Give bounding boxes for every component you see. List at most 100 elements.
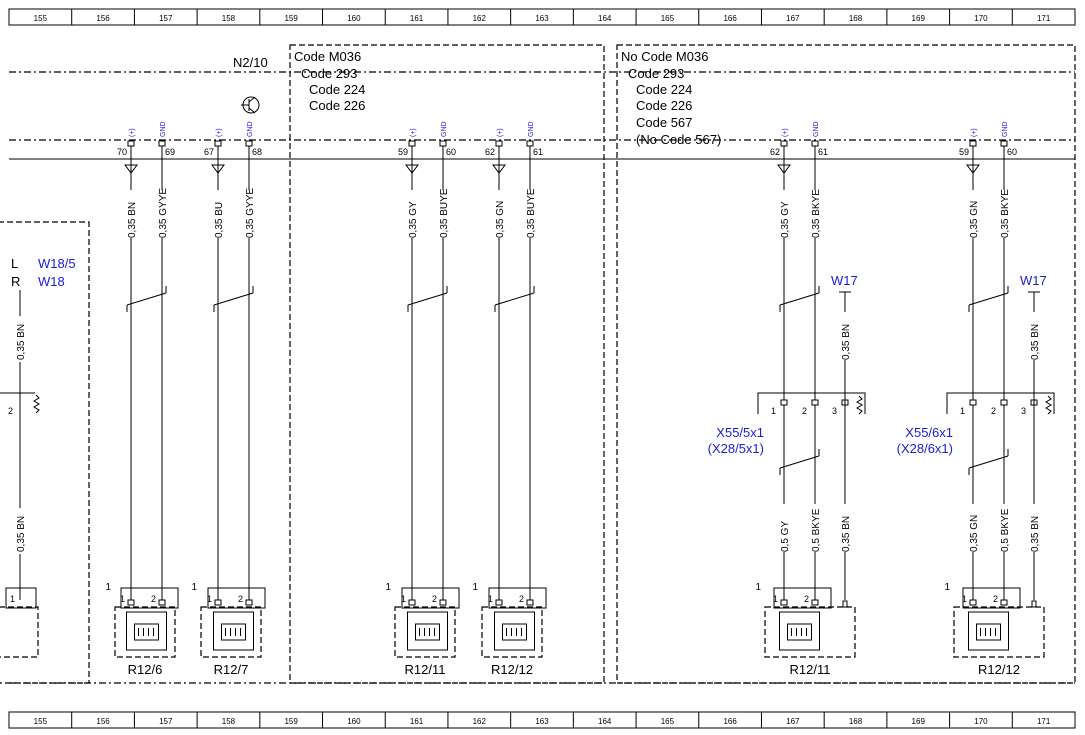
pin-plus-label: (+) xyxy=(129,128,136,137)
control-unit-label: N2/10 xyxy=(233,55,268,70)
pin-plus-label: (+) xyxy=(971,128,978,137)
pin-plus-label: (+) xyxy=(782,128,789,137)
grid-number: 166 xyxy=(723,717,737,726)
connector-pin xyxy=(1030,399,1038,406)
shield-terminal xyxy=(842,600,848,608)
connector-pin-number: 3 xyxy=(1021,406,1026,416)
twisted-pair-mark xyxy=(407,292,448,306)
grid-number: 161 xyxy=(410,717,424,726)
shield-label: W17 xyxy=(831,273,858,288)
pin-terminal xyxy=(245,140,253,147)
code-line: Code 293 xyxy=(628,66,684,81)
wire-label: 0,35 GY xyxy=(780,201,791,238)
grid-number: 157 xyxy=(159,717,173,726)
sensor-pin-marker: 1 xyxy=(191,582,197,593)
sensor-pin-marker: 1 xyxy=(472,582,478,593)
ecu-pin-number: 62 xyxy=(485,147,495,157)
pin-number: 2 xyxy=(8,406,13,416)
sensor-pin-number: 1 xyxy=(773,594,778,604)
resistor-icon xyxy=(33,394,40,414)
sensor-element xyxy=(494,611,535,651)
connector-pin xyxy=(1000,399,1008,406)
sensor-element xyxy=(126,611,167,651)
connector-pin-number: 3 xyxy=(832,406,837,416)
wire-label: 0,35 BN xyxy=(1030,516,1041,552)
wire-label: 0,35 BUYE xyxy=(439,188,450,238)
pin-terminal xyxy=(439,140,447,147)
wire-label: 0,35 GN xyxy=(495,201,506,238)
connector-pin-number: 1 xyxy=(960,406,965,416)
sensor-pin-number: 1 xyxy=(120,594,125,604)
pin-plus-label: (+) xyxy=(410,128,417,137)
sensor-pin-marker: 1 xyxy=(944,582,950,593)
sensor-box xyxy=(394,606,456,658)
code-line: Code 293 xyxy=(301,66,357,81)
ecu-pin-number: 67 xyxy=(204,147,214,157)
wire-label: 0,35 BN xyxy=(841,324,852,360)
grid-number: 170 xyxy=(974,14,988,23)
pin-gnd-label: GND xyxy=(813,121,820,137)
grid-number: 167 xyxy=(786,14,800,23)
grid-number: 157 xyxy=(159,14,173,23)
sensor-label: R12/11 xyxy=(405,662,446,677)
connector-pin xyxy=(811,399,819,406)
grid-number: 164 xyxy=(598,717,612,726)
connector-body xyxy=(757,392,866,414)
grid-number: 162 xyxy=(473,717,487,726)
pin-plus-label: (+) xyxy=(497,128,504,137)
code-line: Code 224 xyxy=(309,82,365,97)
temperature-sensor-icon xyxy=(221,623,246,641)
sensor-pin xyxy=(780,599,788,606)
pin-terminal xyxy=(1000,140,1008,147)
pin-gnd-label: GND xyxy=(160,121,167,137)
sensor-pin xyxy=(214,599,222,606)
ecu-pin-number: 68 xyxy=(252,147,262,157)
wire-label: 0,5 BKYE xyxy=(1000,508,1011,552)
pin-gnd-label: GND xyxy=(247,121,254,137)
twisted-pair-mark xyxy=(126,292,167,306)
sensor-pin-number: 1 xyxy=(207,594,212,604)
ecu-pin-number: 61 xyxy=(818,147,828,157)
grid-number: 158 xyxy=(222,14,236,23)
grid-number: 160 xyxy=(347,717,361,726)
grid-number: 159 xyxy=(284,14,298,23)
connector-label: X55/6x1 xyxy=(905,425,953,440)
ecu-pin-number: 62 xyxy=(770,147,780,157)
sensor-box xyxy=(200,606,262,658)
grid-number: 160 xyxy=(347,14,361,23)
sensor-pin-number: 2 xyxy=(804,594,809,604)
ecu-pin-number: 59 xyxy=(959,147,969,157)
temperature-sensor-icon xyxy=(415,623,440,641)
r-label: R xyxy=(11,274,20,289)
twisted-pair-mark xyxy=(779,455,820,469)
code-line: Code 567 xyxy=(636,115,692,130)
sensor-pin xyxy=(495,599,503,606)
shield-terminal xyxy=(1031,600,1037,608)
wire-label: 0,35 BN xyxy=(127,202,138,238)
twisted-pair-mark xyxy=(968,292,1009,306)
wire-label: 0,35 BKYE xyxy=(1000,189,1011,238)
wire-label: 0,35 GN xyxy=(969,515,980,552)
l-label: L xyxy=(11,256,18,271)
sensor-pin-number: 1 xyxy=(401,594,406,604)
grid-number: 155 xyxy=(34,14,48,23)
grid-number: 169 xyxy=(912,14,926,23)
code-line: (No Code 567) xyxy=(636,132,721,147)
left-partial-box xyxy=(0,221,90,684)
grid-number: 168 xyxy=(849,14,863,23)
ecu-pin-number: 61 xyxy=(533,147,543,157)
control-unit-symbol xyxy=(241,96,260,114)
code-line: Code 224 xyxy=(636,82,692,97)
pin-terminal xyxy=(780,140,788,147)
sensor-label: R12/6 xyxy=(128,662,163,677)
connector-alt-label: (X28/6x1) xyxy=(897,441,953,456)
pin-gnd-label: GND xyxy=(441,121,448,137)
sensor-element xyxy=(968,611,1009,651)
twisted-pair-mark xyxy=(213,292,254,306)
